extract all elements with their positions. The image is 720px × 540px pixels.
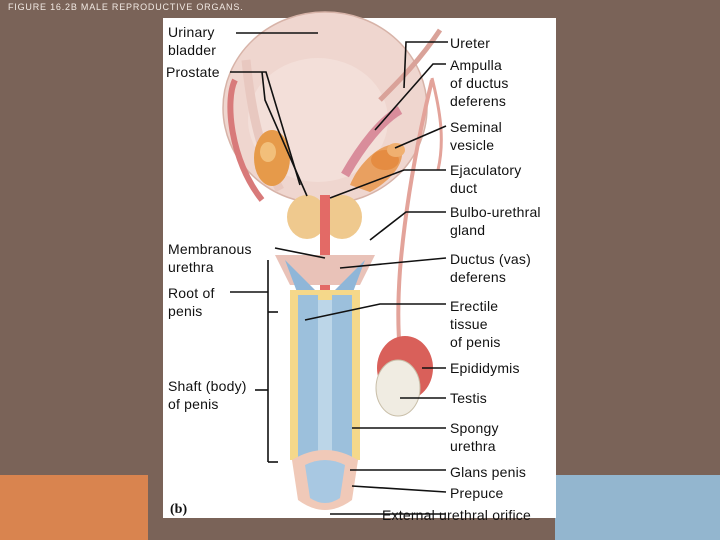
label-seminal-vesicle: Seminal vesicle bbox=[450, 119, 502, 153]
prostate-shape bbox=[287, 195, 327, 239]
corpus-cavernosum-left bbox=[298, 295, 318, 460]
label-ejaculatory-duct: Ejaculatory duct bbox=[450, 162, 522, 196]
label-external-urethral-orifice: External urethral orifice bbox=[382, 507, 531, 523]
left-vessel-shape bbox=[227, 78, 265, 202]
leader-lines bbox=[230, 32, 448, 515]
ureter-shape bbox=[378, 28, 443, 102]
label-ductus-deferens: Ductus (vas) deferens bbox=[450, 251, 531, 285]
footer-accent-orange bbox=[0, 475, 148, 540]
label-ureter: Ureter bbox=[450, 35, 491, 51]
label-shaft-of-penis: Shaft (body) of penis bbox=[168, 378, 247, 412]
label-root-of-penis: Root of penis bbox=[168, 285, 215, 319]
corpus-spongiosum bbox=[318, 300, 332, 470]
label-membranous-urethra: Membranous urethra bbox=[168, 241, 252, 275]
footer-accent-blue bbox=[555, 475, 720, 540]
prostate-shape-right bbox=[322, 195, 362, 239]
label-testis: Testis bbox=[450, 390, 487, 406]
label-glans-penis: Glans penis bbox=[450, 464, 527, 480]
corpus-cavernosum-right bbox=[332, 295, 352, 460]
label-prepuce: Prepuce bbox=[450, 485, 504, 501]
label-ampulla: Ampulla of ductus deferens bbox=[450, 57, 509, 109]
label-spongy-urethra: Spongy urethra bbox=[450, 420, 499, 454]
slide-title: FIGURE 16.2B MALE REPRODUCTIVE ORGANS. bbox=[8, 2, 244, 12]
label-erectile-tissue: Erectile tissue of penis bbox=[450, 298, 501, 350]
panel-letter: (b) bbox=[170, 502, 188, 517]
label-urinary-bladder: Urinary bladder bbox=[168, 24, 217, 58]
testis-shape bbox=[375, 359, 421, 417]
label-epididymis: Epididymis bbox=[450, 360, 520, 376]
label-prostate: Prostate bbox=[166, 64, 220, 80]
label-bulbo-urethral-gland: Bulbo-urethral gland bbox=[450, 204, 541, 238]
